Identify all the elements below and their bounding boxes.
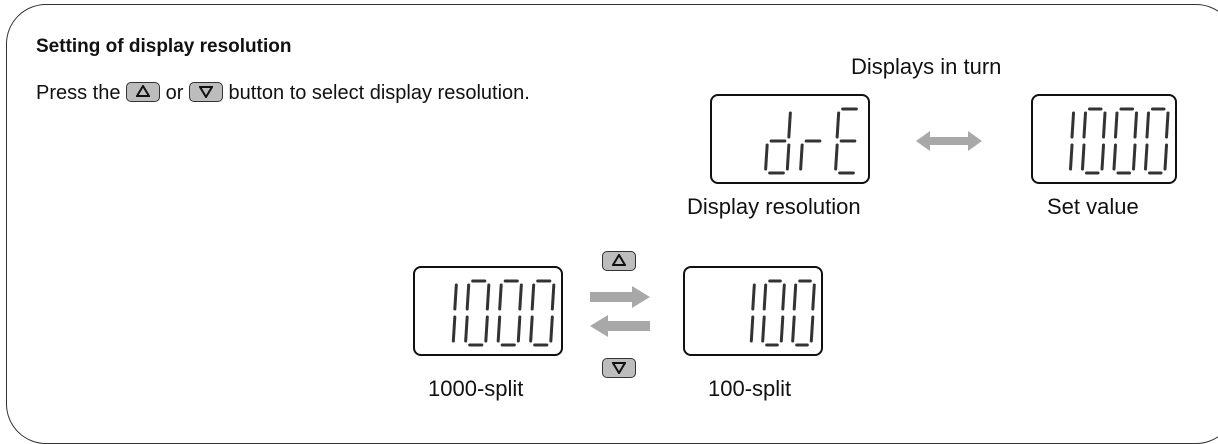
lcd-segment-b [751,283,756,311]
lcd-segment-e [834,143,839,171]
section-title: Setting of display resolution [36,36,292,57]
lcd-segment-e [529,315,534,343]
lcd-segment-b [1070,111,1076,139]
lcd-segment-e [1112,143,1117,171]
lcd-segment-b [550,283,556,311]
left-arrow-icon [590,315,650,337]
lcd-segment-c [785,143,791,171]
lcd-segment-b [1102,111,1107,139]
double-arrow-icon [916,131,982,151]
lcd-segment-c [749,315,755,343]
lcd-segment-c [516,315,522,343]
up-button-icon-diagram [602,251,636,271]
lcd-segment-b [1133,111,1139,139]
lcd-segments-1000-top [1069,107,1170,175]
display-resolution-lcd [710,94,870,184]
instruction-or: or [165,82,184,104]
lcd-segment-c [1132,143,1137,171]
lcd-segment-c [1100,143,1106,171]
lcd-segment-e [761,315,766,343]
lcd-segment-f [1145,111,1150,139]
display-resolution-label: Display resolution [687,194,861,219]
lcd-segment-c [1163,143,1169,171]
lcd-segment-e [791,315,796,343]
lcd-segment-b [1165,111,1170,139]
lcd-segment-c [1069,143,1074,171]
instruction-part1: Press the [36,82,121,104]
down-button-icon [188,82,223,102]
down-button-icon-diagram [602,358,636,378]
lcd-segment-f [835,111,841,139]
1000-split-lcd [413,266,563,356]
lcd-segment-f [498,283,503,311]
lcd-segment-c [484,315,489,343]
lcd-segment-e [764,143,769,171]
100-split-lcd [683,266,823,356]
lcd-segment-f [1082,111,1087,139]
lcd-segment-e [1143,143,1149,171]
lcd-segment-e [496,315,502,343]
lcd-segments-1000-bottom [451,279,556,347]
set-value-lcd [1031,94,1177,184]
instruction-text: Press the or button to select display re… [36,80,596,107]
lcd-segment-c [549,315,554,343]
lcd-segment-c [809,315,815,343]
lcd-segment-b [518,283,523,311]
1000-split-label: 1000-split [428,376,524,401]
lcd-segment-f [1113,111,1119,139]
lcd-segment-f [792,283,798,311]
lcd-segment-b [811,283,816,311]
lcd-segment-b [787,111,792,139]
lcd-segments-100 [749,279,816,347]
lcd-segment-f [465,283,471,311]
lcd-segment-b [453,283,458,311]
lcd-segment-e [464,315,469,343]
lcd-segment-f [762,283,768,311]
set-value-label: Set value [1047,194,1139,219]
lcd-segment-f [530,283,536,311]
lcd-segment-b [485,283,491,311]
instruction-part2: button to select display resolution. [228,82,530,104]
100-split-label: 100-split [708,376,792,401]
displays-in-turn-caption: Displays in turn [851,54,1002,79]
lcd-segment-c [779,315,785,343]
right-arrow-icon [590,286,650,308]
up-button-icon [126,82,161,102]
lcd-segment-e [799,143,804,171]
lcd-segment-b [781,283,786,311]
lcd-segment-c [451,315,457,343]
section-frame [6,4,1218,444]
lcd-segments-dre [764,107,858,175]
lcd-segment-e [1080,143,1086,171]
